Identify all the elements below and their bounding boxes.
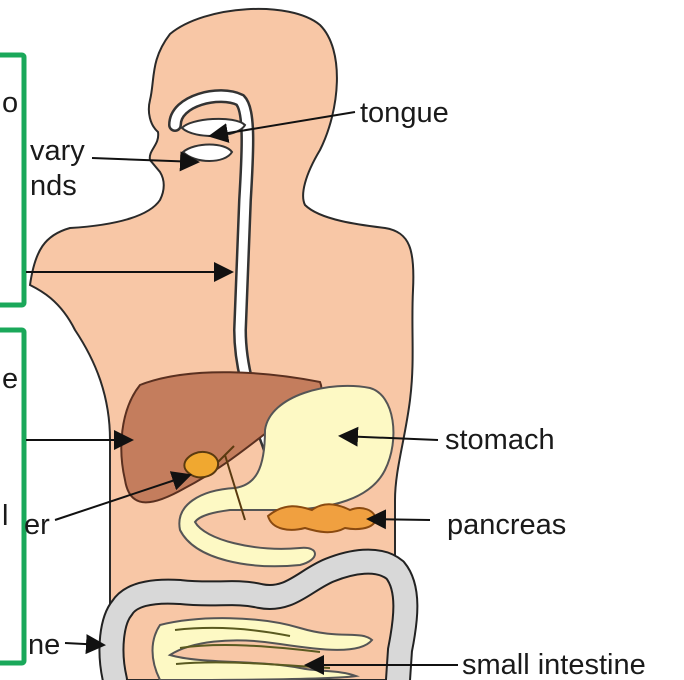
leader-pancreas: [368, 519, 430, 520]
label-small-intestine: small intestine: [462, 649, 646, 680]
label-stomach: stomach: [445, 424, 555, 456]
label-large-intestine-fragment: ne: [28, 629, 60, 661]
leader-large-intestine: [65, 643, 104, 645]
label-salivary-line1: vary: [30, 135, 85, 167]
label-salivary-line2: nds: [30, 170, 77, 202]
top-frame-char: o: [2, 87, 18, 119]
label-tongue: tongue: [360, 97, 449, 129]
gall-bladder-shape: [184, 452, 218, 477]
label-pancreas: pancreas: [447, 509, 566, 541]
label-gall-bladder-fragment: er: [24, 509, 50, 541]
bottom-frame-char2: l: [2, 500, 8, 532]
body-silhouette: [30, 9, 413, 680]
bottom-frame-char: e: [2, 363, 18, 395]
pancreas-shape: [268, 504, 376, 532]
